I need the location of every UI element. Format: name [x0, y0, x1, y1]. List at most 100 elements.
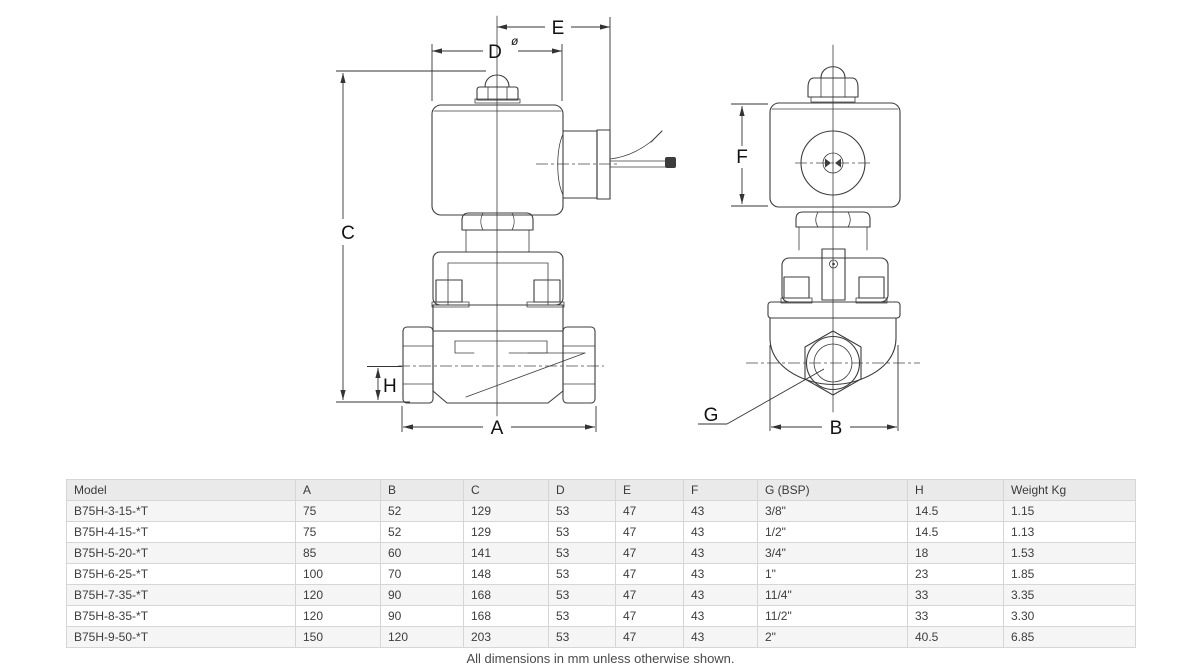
table-cell: B75H-5-20-*T [66, 542, 296, 564]
column-header: G (BSP) [757, 479, 908, 501]
table-cell: 23 [907, 563, 1004, 585]
flow-path-line [465, 352, 586, 398]
table-cell: 18 [907, 542, 1004, 564]
table-cell: 43 [683, 500, 758, 522]
table-cell: 100 [295, 563, 381, 585]
column-header: E [615, 479, 684, 501]
table-cell: 60 [380, 542, 464, 564]
knurled-screw [858, 276, 885, 299]
table-cell: 53 [548, 500, 616, 522]
column-header: Weight Kg [1003, 479, 1136, 501]
table-cell: 1.13 [1003, 521, 1136, 543]
table-cell: 1.15 [1003, 500, 1136, 522]
table-cell: 3/4" [757, 542, 908, 564]
column-header: Model [66, 479, 296, 501]
table-cell: B75H-7-35-*T [66, 584, 296, 606]
table-cell: 90 [380, 584, 464, 606]
table-cell: 14.5 [907, 521, 1004, 543]
side-coil-body [769, 102, 901, 208]
front-cap-nut [474, 74, 521, 104]
table-cell: 43 [683, 563, 758, 585]
table-cell: 1" [757, 563, 908, 585]
table-cell: 52 [380, 500, 464, 522]
dimension-F: F [731, 103, 768, 207]
table-cell: 53 [548, 521, 616, 543]
table-cell: 129 [463, 500, 549, 522]
table-cell: 120 [295, 584, 381, 606]
table-cell: 1/2" [757, 521, 908, 543]
table-cell: 52 [380, 521, 464, 543]
table-cell: 47 [615, 605, 684, 627]
dimension-A: A [401, 406, 597, 439]
table-cell: 120 [295, 605, 381, 627]
front-view: E D ø C H [336, 15, 676, 439]
column-header: H [907, 479, 1004, 501]
dim-label-c: C [341, 223, 355, 244]
dim-label-b: B [830, 418, 843, 439]
table-cell: 148 [463, 563, 549, 585]
port-hex [804, 330, 862, 396]
front-valve-body [398, 304, 604, 404]
table-cell: 47 [615, 521, 684, 543]
table-cell: 43 [683, 521, 758, 543]
table-cell: 43 [683, 584, 758, 606]
dimension-B: B [769, 345, 899, 439]
table-cell: 6.85 [1003, 626, 1136, 648]
column-header: C [463, 479, 549, 501]
table-cell: 11/2" [757, 605, 908, 627]
table-cell: 3.30 [1003, 605, 1136, 627]
table-cell: 53 [548, 563, 616, 585]
diameter-symbol: ø [511, 34, 519, 48]
dim-label-f: F [736, 147, 748, 168]
table-cell: B75H-3-15-*T [66, 500, 296, 522]
table-cell: 53 [548, 542, 616, 564]
table-cell: 2" [757, 626, 908, 648]
dimension-H: H [367, 366, 402, 400]
table-cell: 40.5 [907, 626, 1004, 648]
table-cell: 3.35 [1003, 584, 1136, 606]
table-cell: 33 [907, 584, 1004, 606]
dim-label-a: A [491, 418, 504, 439]
table-cell: 85 [295, 542, 381, 564]
table-cell: 53 [548, 626, 616, 648]
dimension-C: C [336, 70, 486, 403]
table-cell: 75 [295, 500, 381, 522]
table-cell: 168 [463, 584, 549, 606]
column-header: B [380, 479, 464, 501]
dimension-E: E [497, 17, 611, 130]
column-header: F [683, 479, 758, 501]
table-cell: 43 [683, 605, 758, 627]
table-cell: 90 [380, 605, 464, 627]
front-bonnet [431, 251, 565, 308]
front-coil-body [431, 104, 564, 216]
lead-wires [609, 130, 676, 168]
dim-label-e: E [552, 18, 565, 39]
dim-label-h: H [383, 376, 397, 397]
side-valve-body [746, 301, 920, 396]
column-header: A [295, 479, 381, 501]
dimensions-footnote: All dimensions in mm unless otherwise sh… [466, 651, 735, 666]
side-view: F G B [698, 44, 920, 439]
dim-label-d: D [488, 42, 502, 63]
column-header: D [548, 479, 616, 501]
table-cell: 43 [683, 626, 758, 648]
table-cell: 47 [615, 584, 684, 606]
table-cell: 150 [295, 626, 381, 648]
table-cell: 43 [683, 542, 758, 564]
dim-label-g: G [704, 405, 719, 426]
knurled-screw [435, 279, 463, 303]
table-cell: 168 [463, 605, 549, 627]
table-cell: 33 [907, 605, 1004, 627]
table-cell: 120 [380, 626, 464, 648]
knurled-screw [783, 276, 810, 299]
table-cell: 203 [463, 626, 549, 648]
table-cell: 47 [615, 626, 684, 648]
